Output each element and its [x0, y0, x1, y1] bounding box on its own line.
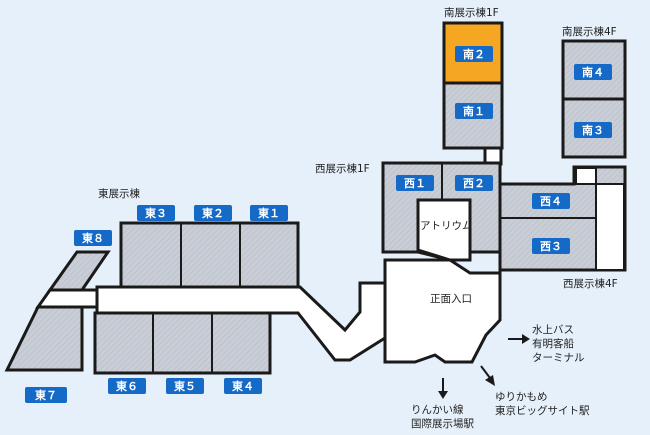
east-south-block [93, 311, 272, 375]
svg-text:国際展示場駅: 国際展示場駅 [411, 417, 474, 430]
badge-west-4[interactable]: 西４ [532, 193, 570, 209]
svg-text:ターミナル: ターミナル [532, 352, 585, 364]
badge-east-6[interactable]: 東６ [108, 378, 146, 394]
badge-east-1[interactable]: 東１ [250, 205, 288, 221]
east-building [4, 221, 300, 375]
svg-text:東７: 東７ [35, 388, 57, 402]
south-1f-building [442, 21, 504, 150]
badge-west-1[interactable]: 西１ [396, 175, 434, 191]
access-rinkai[interactable]: りんかい線 国際展示場駅 [411, 378, 474, 430]
badge-west-3[interactable]: 西３ [532, 238, 570, 254]
svg-text:ゆりかもめ: ゆりかもめ [495, 391, 548, 403]
label-east: 東展示棟 [98, 187, 140, 200]
badge-east-7[interactable]: 東７ [25, 387, 67, 403]
svg-text:西１: 西１ [404, 177, 426, 190]
label-south-4f: 南展示棟4F [562, 25, 617, 38]
svg-text:東１: 東１ [258, 206, 280, 220]
badge-south-2[interactable]: 南２ [455, 46, 493, 62]
svg-text:西２: 西２ [463, 177, 485, 190]
svg-text:東５: 東５ [174, 379, 196, 393]
svg-text:南３: 南３ [582, 123, 604, 137]
label-west-4f: 西展示棟4F [563, 277, 618, 290]
svg-text:東２: 東２ [202, 206, 224, 220]
access-water-bus[interactable]: 水上バス 有明客船 ターミナル [508, 324, 585, 364]
svg-text:有明客船: 有明客船 [532, 337, 574, 350]
svg-text:西４: 西４ [540, 195, 562, 208]
hall-badges: 南２ 南１ 南４ 南３ 西１ 西２ 西４ 西３ [25, 46, 612, 403]
svg-text:りんかい線: りんかい線 [411, 403, 464, 416]
svg-text:東６: 東６ [116, 379, 138, 393]
svg-text:東３: 東３ [145, 206, 167, 220]
access-yurikamome[interactable]: ゆりかもめ 東京ビッグサイト駅 [480, 365, 590, 417]
badge-south-1[interactable]: 南１ [455, 103, 493, 119]
label-atrium: アトリウム [420, 220, 473, 232]
badge-east-4[interactable]: 東４ [224, 378, 262, 394]
badge-east-8[interactable]: 東８ [74, 230, 112, 246]
label-main-entrance: 正面入口 [430, 293, 472, 305]
corridors [95, 146, 503, 364]
hall-east-7[interactable] [4, 305, 84, 372]
svg-text:南２: 南２ [463, 47, 485, 61]
label-south-1f: 南展示棟1F [444, 6, 499, 19]
south-4f-building [561, 39, 627, 159]
badge-east-3[interactable]: 東３ [137, 205, 175, 221]
svg-text:東４: 東４ [232, 379, 254, 393]
badge-west-2[interactable]: 西２ [455, 175, 493, 191]
badge-south-4[interactable]: 南４ [574, 64, 612, 80]
area-labels: 南展示棟1F 南展示棟4F 西展示棟1F 西展示棟4F 東展示棟 アトリウム 正… [98, 6, 618, 305]
badge-south-3[interactable]: 南３ [574, 122, 612, 138]
hall-east-8[interactable] [47, 250, 111, 292]
west-4f-building [498, 165, 627, 272]
svg-text:西３: 西３ [540, 240, 562, 253]
label-west-1f: 西展示棟1F [315, 162, 370, 175]
east-north-block [119, 221, 300, 289]
svg-text:水上バス: 水上バス [532, 324, 574, 336]
atrium-area [416, 198, 472, 262]
svg-text:東京ビッグサイト駅: 東京ビッグサイト駅 [495, 404, 590, 417]
svg-text:南４: 南４ [582, 65, 604, 79]
svg-text:南１: 南１ [463, 104, 485, 118]
svg-text:東８: 東８ [82, 231, 104, 245]
badge-east-5[interactable]: 東５ [166, 378, 204, 394]
badge-east-2[interactable]: 東２ [194, 205, 232, 221]
